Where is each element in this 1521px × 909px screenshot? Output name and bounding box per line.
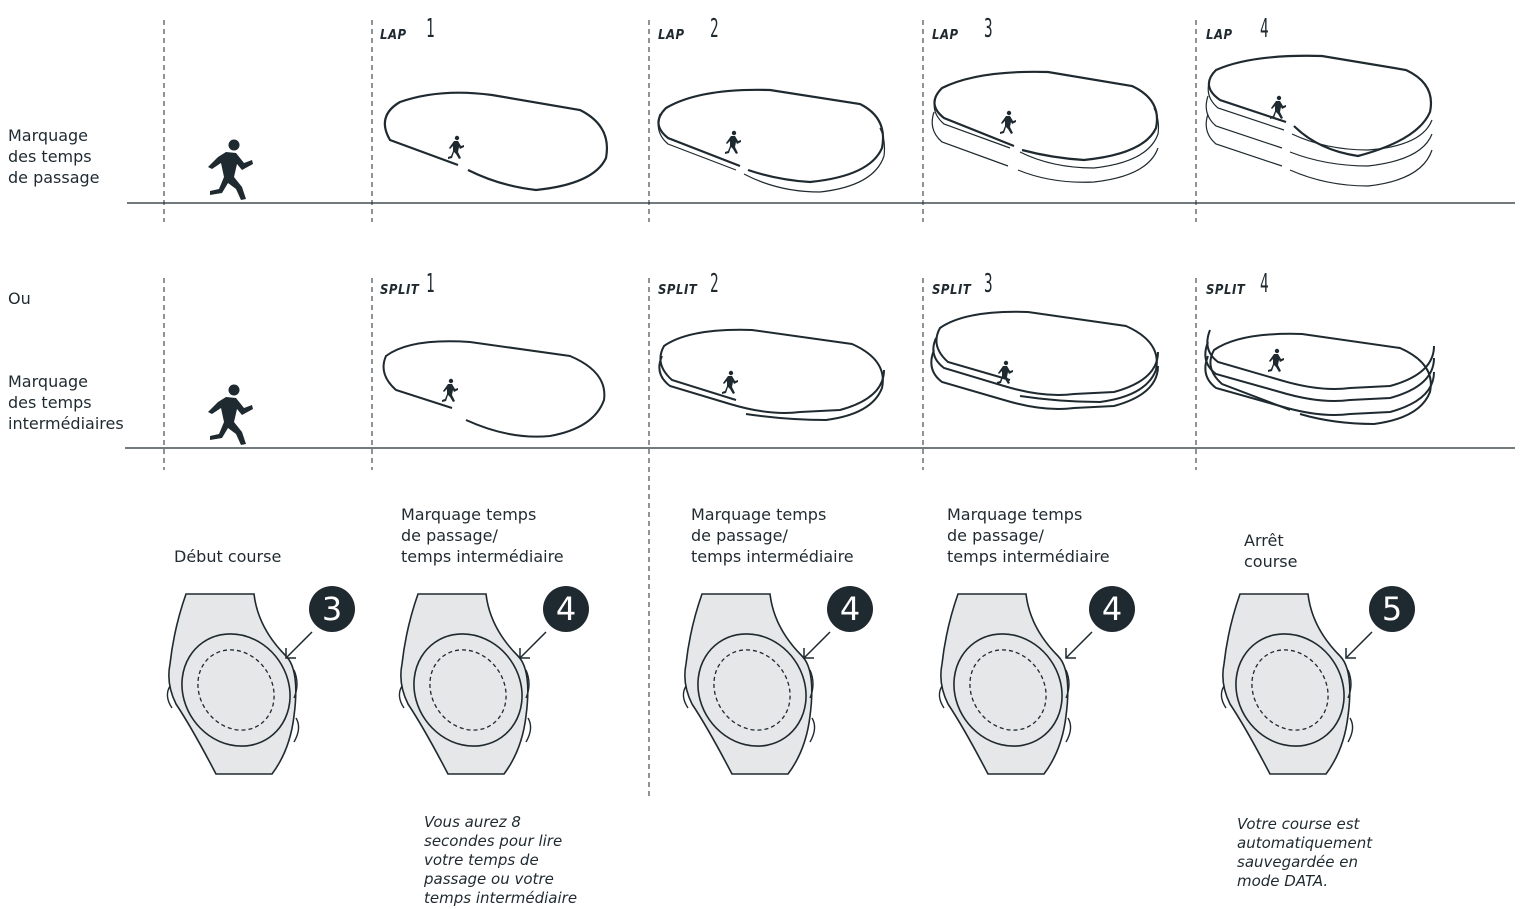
step-badge-icon: 5: [1369, 586, 1415, 632]
split-header-word: SPLIT: [1206, 283, 1246, 298]
column-separators: [163, 20, 1197, 798]
lap-header-number: 4: [1260, 14, 1269, 44]
lap-header-number: 2: [710, 14, 719, 44]
oval-track-icon: [930, 310, 1159, 410]
oval-track-icon: [383, 91, 609, 192]
split-header-word: SPLIT: [932, 283, 972, 298]
oval-track-icon: [1204, 329, 1435, 426]
step-caption-mark: Marquage temps de passage/ temps intermé…: [691, 505, 854, 566]
lap-header-number: 3: [984, 14, 993, 44]
step-badge-icon: 4: [543, 586, 589, 632]
lap-header-number: 1: [426, 14, 435, 44]
split-header-number: 1: [426, 269, 435, 299]
lap-header-word: LAP: [932, 28, 959, 43]
split-header-number: 4: [1260, 269, 1269, 299]
pointer-arrow-icon: [285, 631, 1373, 659]
lap-header-word: LAP: [1206, 28, 1233, 43]
watch-icon: [675, 593, 829, 775]
lap-header-word: LAP: [658, 28, 685, 43]
oval-track-icon: [1205, 54, 1433, 187]
split-header-word: SPLIT: [380, 283, 420, 298]
step-badge-icon: 4: [827, 586, 873, 632]
step-caption-stop: Arrêt course: [1244, 531, 1298, 571]
oval-track-icon: [658, 328, 885, 422]
lap-row-label: Marquage des temps de passage: [8, 126, 100, 187]
step-badge-icon: 3: [309, 586, 355, 632]
split-row-label: Marquage des temps intermédiaires: [8, 372, 124, 433]
watch-icon: [159, 593, 313, 775]
note-read-time: Vous aurez 8 secondes pour lire votre te…: [424, 813, 578, 907]
oval-track-icon: [931, 70, 1160, 183]
split-header-word: SPLIT: [658, 283, 698, 298]
split-header-number: 2: [710, 269, 719, 299]
step-badge-icon: 4: [1089, 586, 1135, 632]
runner-icon: [208, 384, 253, 445]
watch-icon: [931, 593, 1085, 775]
watch-icon: [391, 593, 545, 775]
lap-header-word: LAP: [380, 28, 407, 43]
oval-track-icon: [382, 340, 606, 438]
split-header-number: 3: [984, 269, 993, 299]
step-caption-start: Début course: [174, 547, 282, 566]
or-label: Ou: [8, 289, 31, 308]
step-caption-mark: Marquage temps de passage/ temps intermé…: [401, 505, 564, 566]
step-caption-mark: Marquage temps de passage/ temps intermé…: [947, 505, 1110, 566]
watch-icon: [1213, 593, 1367, 775]
oval-track-icon: [657, 88, 886, 193]
runner-icon: [208, 139, 253, 200]
note-saved: Votre course est automatiquement sauvega…: [1237, 815, 1373, 890]
